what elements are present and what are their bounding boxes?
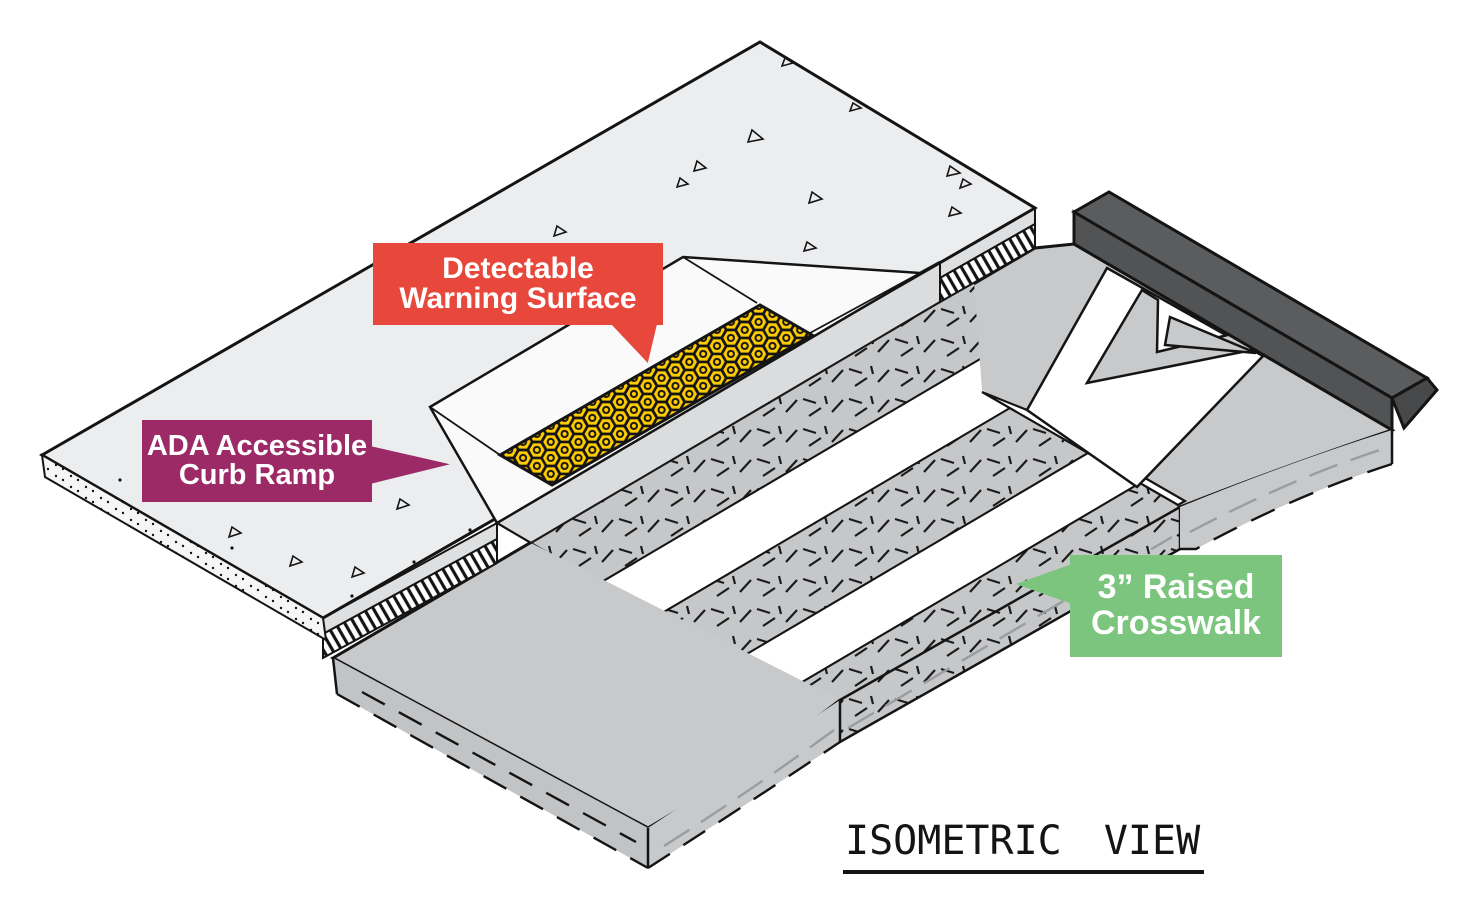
detectable-warning-label-line2: Warning Surface — [399, 282, 637, 315]
raised-crosswalk-callout: 3” Raised Crosswalk — [1070, 555, 1282, 657]
far-curb-end-face — [1390, 376, 1439, 431]
raised-crosswalk-label-line1: 3” Raised — [1097, 568, 1255, 607]
raised-crosswalk-label-line2: Crosswalk — [1090, 604, 1262, 642]
detectable-warning-label-line1: Detectable — [442, 252, 594, 285]
sidewalk-edge-face — [40, 453, 328, 642]
crosswalk-texture-band-3 — [785, 428, 1180, 700]
curb-face-hatch-right — [939, 222, 1036, 304]
road-ramp-face-left — [648, 700, 840, 868]
far-curb — [1071, 190, 1439, 433]
section-dashed-edges — [336, 462, 1393, 870]
cut-face-edges — [331, 430, 1394, 868]
curb-ramp-creases — [429, 256, 921, 456]
road-ramp-face-right — [1180, 430, 1392, 549]
view-title: ISOMETRIC VIEW — [843, 818, 1205, 874]
aggregate-triangles — [227, 56, 973, 579]
curb-ramp-callout: ADA Accessible Curb Ramp — [142, 420, 372, 502]
yield-chevron-small — [1163, 315, 1257, 355]
curb-ramp-label-line1: ADA Accessible — [146, 430, 368, 462]
curb-ramp-label-line2: Curb Ramp — [178, 459, 336, 491]
detectable-warning-panel — [496, 303, 816, 487]
detectable-warning-callout: Detectable Warning Surface — [373, 243, 663, 325]
raised-crosswalk-bands — [531, 282, 1180, 700]
curb-face-hatch-left — [322, 537, 498, 660]
